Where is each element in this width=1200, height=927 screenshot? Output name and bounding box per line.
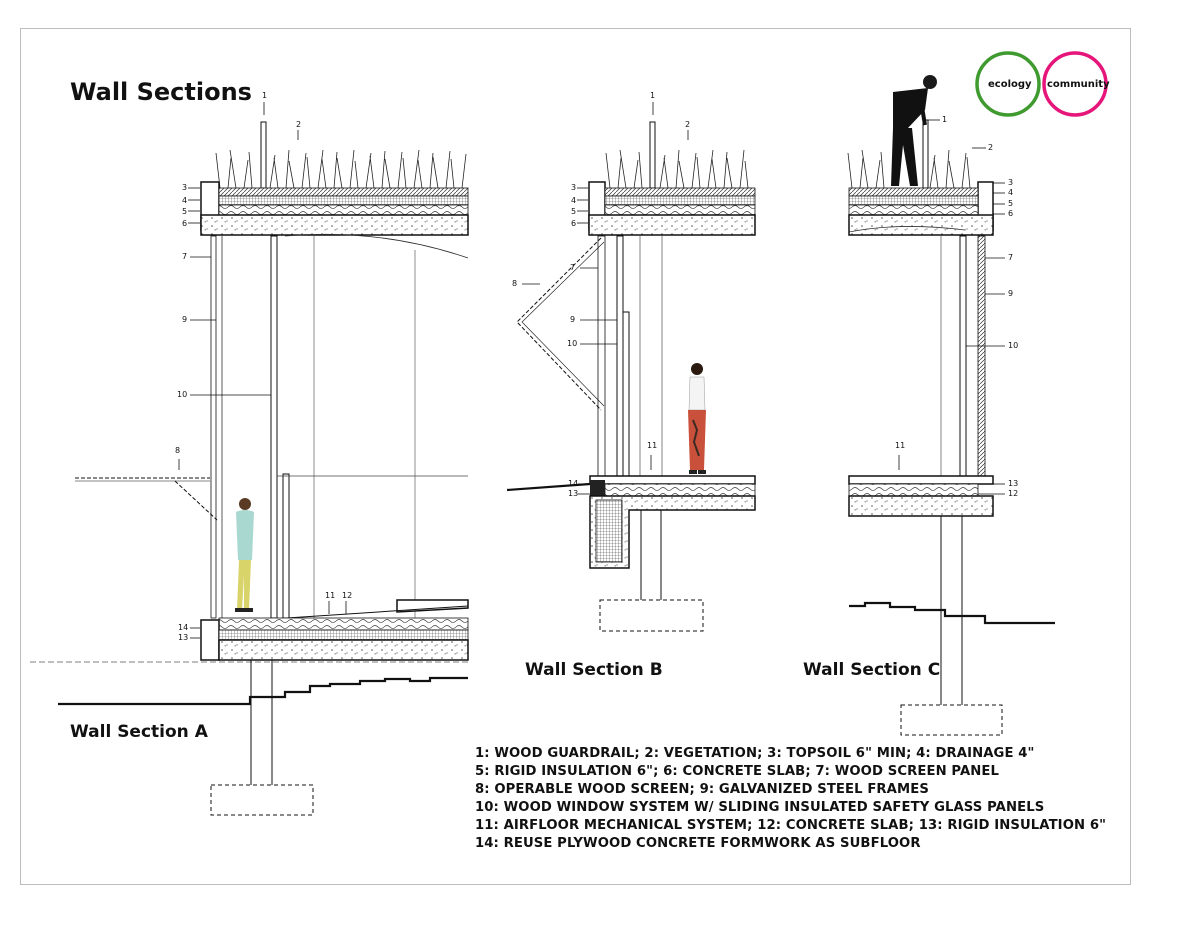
guardrail-a (260, 121, 267, 189)
wall-section-c (847, 75, 1055, 736)
callout-b-8: 7 (570, 263, 576, 272)
callout-b-3: 3 (571, 183, 577, 192)
insulation-a (218, 204, 469, 216)
callout-b-11: 11 (647, 441, 658, 450)
section-title-c: Wall Section C (803, 660, 941, 680)
logo-label-ecology: ecology (988, 79, 1032, 90)
legend-line: 1: WOOD GUARDRAIL; 2: VEGETATION; 3: TOP… (475, 746, 1035, 761)
callout-a-2: 2 (296, 120, 302, 129)
callout-b-7: 8 (512, 279, 518, 288)
screen-panel-a (210, 235, 217, 619)
callout-c-5: 5 (1008, 199, 1014, 208)
page-title: Wall Sections (70, 78, 252, 106)
callout-c-1: 1 (942, 115, 948, 124)
callout-a-13: 14 (178, 623, 189, 632)
section-title-b: Wall Section B (525, 660, 663, 680)
callout-b-5: 5 (571, 207, 577, 216)
person-figure-a (235, 498, 254, 612)
callout-a-11: 11 (325, 591, 336, 600)
callout-c-3: 3 (1008, 178, 1014, 187)
wall-section-b (506, 102, 756, 632)
callout-c-8: 9 (1008, 289, 1014, 298)
callout-a-1: 1 (262, 91, 268, 100)
callout-a-14: 13 (178, 633, 189, 642)
section-title-a: Wall Section A (70, 722, 208, 742)
person-figure-c (891, 75, 937, 186)
callout-a-8: 9 (182, 315, 188, 324)
legend-line: 10: WOOD WINDOW SYSTEM W/ SLIDING INSULA… (475, 800, 1045, 815)
drainage-a (218, 195, 469, 206)
vegetation-a (215, 149, 467, 189)
callout-a-6: 6 (182, 219, 188, 228)
callout-c-4: 4 (1008, 188, 1014, 197)
callout-b-2: 2 (685, 120, 691, 129)
ecology-community-logo (975, 51, 1108, 117)
callout-b-13: 13 (568, 489, 579, 498)
roof-slab-a (200, 214, 469, 236)
callout-c-10: 11 (895, 441, 906, 450)
legend-line: 11: AIRFLOOR MECHANICAL SYSTEM; 12: CONC… (475, 818, 1107, 833)
ecology-circle (975, 51, 1041, 117)
callout-a-7: 7 (182, 252, 188, 261)
callout-a-10: 8 (175, 446, 181, 455)
community-circle (1042, 51, 1108, 117)
wall-section-a (30, 102, 469, 816)
legend: 1: WOOD GUARDRAIL; 2: VEGETATION; 3: TOP… (475, 745, 1106, 853)
callout-a-9: 10 (177, 390, 188, 399)
topsoil-a (218, 187, 469, 197)
vegetation-c (847, 149, 971, 189)
callout-c-9: 10 (1008, 341, 1019, 350)
callout-b-6: 6 (571, 219, 577, 228)
callout-b-9: 9 (570, 315, 576, 324)
legend-line: 14: REUSE PLYWOOD CONCRETE FORMWORK AS S… (475, 836, 921, 851)
drawing-sheet (20, 28, 1131, 885)
window-frame-a (270, 235, 278, 619)
callout-b-1: 1 (650, 91, 656, 100)
callout-c-12: 12 (1008, 489, 1019, 498)
callout-c-2: 2 (988, 143, 994, 152)
person-figure-b (688, 363, 706, 474)
callout-a-3: 3 (182, 183, 188, 192)
callout-a-12: 12 (342, 591, 353, 600)
legend-line: 5: RIGID INSULATION 6"; 6: CONCRETE SLAB… (475, 764, 1000, 779)
legend-line: 8: OPERABLE WOOD SCREEN; 9: GALVANIZED S… (475, 782, 929, 797)
callout-a-4: 4 (182, 196, 188, 205)
callout-c-11: 13 (1008, 479, 1019, 488)
vegetation-b (605, 149, 749, 189)
callout-b-10: 10 (567, 339, 578, 348)
footing-a (210, 784, 314, 816)
callout-c-6: 6 (1008, 209, 1014, 218)
callout-b-4: 4 (571, 196, 577, 205)
callout-c-7: 7 (1008, 253, 1014, 262)
callout-b-12: 14 (568, 479, 579, 488)
logo-label-community: community (1047, 79, 1110, 90)
callout-a-5: 5 (182, 207, 188, 216)
airfloor-a (218, 617, 469, 631)
